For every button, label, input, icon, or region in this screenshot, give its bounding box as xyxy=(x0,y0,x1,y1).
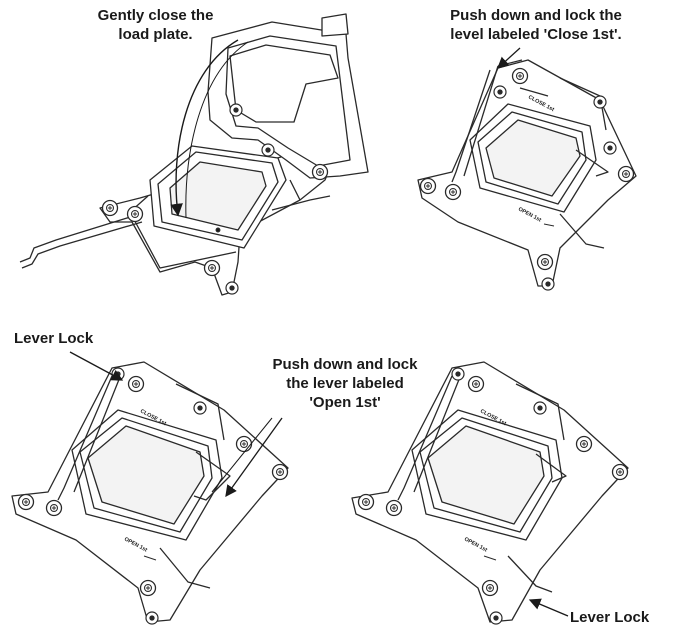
step2-caption: Push down and lock the level labeled 'Cl… xyxy=(405,6,667,44)
step3-caption-line2: the lever labeled xyxy=(286,375,404,392)
open-lever-arrow xyxy=(225,417,283,498)
open-lever-arrow-2 xyxy=(211,417,273,493)
step1-caption-line1: Gently close the xyxy=(97,7,214,24)
lever-lock-bottom-label: Lever Lock xyxy=(570,609,650,626)
step1-caption: Gently close the load plate. xyxy=(48,6,263,44)
step3-caption: Push down and lock the lever labeled 'Op… xyxy=(230,355,460,412)
step3-caption-line1: Push down and lock xyxy=(272,356,418,373)
step1-socket-illustration xyxy=(19,13,369,296)
step3-socket-illustration xyxy=(11,361,289,625)
lever-lock-top-label: Lever Lock xyxy=(14,330,94,347)
callout-arrows xyxy=(69,47,569,617)
step1-caption-line2: load plate. xyxy=(118,26,193,43)
step4-socket-illustration xyxy=(351,361,629,625)
step3-caption-line3: 'Open 1st' xyxy=(309,394,381,411)
step2-caption-line1: Push down and lock the xyxy=(450,7,622,24)
step2-caption-line2: level labeled 'Close 1st'. xyxy=(450,26,622,43)
close-lever-arrow xyxy=(497,47,521,69)
step2-socket-illustration xyxy=(417,59,637,291)
lever-lock-top-arrow xyxy=(69,351,124,381)
lever-lock-bottom-arrow xyxy=(528,598,569,617)
